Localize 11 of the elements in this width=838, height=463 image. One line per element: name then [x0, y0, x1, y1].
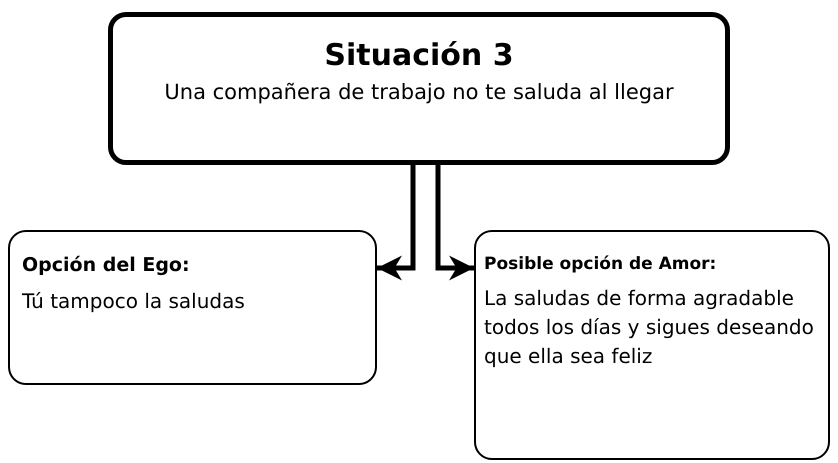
- heading: Situación 3: [323, 37, 515, 75]
- rounded-box: [474, 230, 830, 460]
- arrow: [377, 162, 416, 280]
- rounded-box: [108, 12, 730, 165]
- body-text: La saludas de forma agradable todos los días y sigues deseando que ella sea feliz: [484, 285, 815, 370]
- rounded-box: [8, 230, 377, 385]
- body-text: Tú tampoco la saludas: [22, 288, 246, 315]
- body-text: Una compañera de trabajo no te saluda al llegar: [163, 79, 675, 106]
- heading: Opción del Ego:: [22, 254, 191, 277]
- arrow: [436, 162, 474, 280]
- heading: Posible opción de Amor:: [484, 254, 718, 274]
